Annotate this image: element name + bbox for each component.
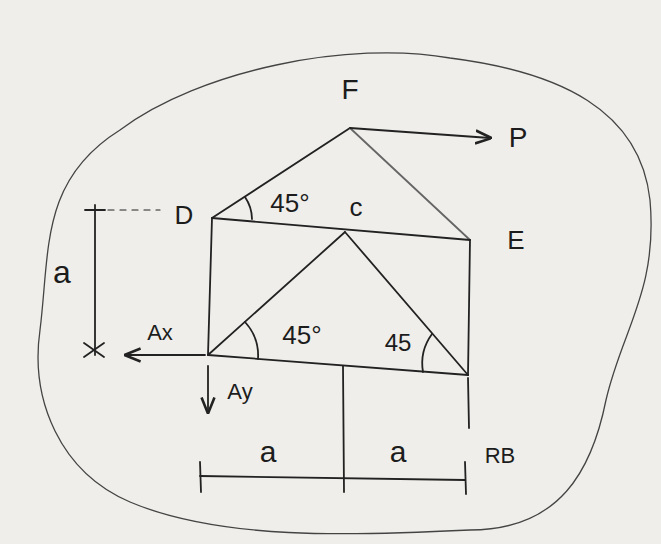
angle-arc (422, 334, 432, 372)
angle-arc (245, 322, 258, 359)
angle-label: 45 (385, 331, 412, 355)
dimension-label: a (390, 437, 407, 467)
joint-label: D (175, 202, 194, 228)
angle-label: 45° (270, 190, 309, 216)
angle-arc (245, 197, 252, 219)
dimension-tick (465, 462, 466, 494)
dimension-label: a (53, 256, 71, 288)
joint-label: E (507, 227, 524, 253)
dimension-tick (84, 343, 104, 357)
dimension-tick (84, 343, 104, 357)
force-label: Ax (147, 322, 173, 344)
joint-label: c (350, 194, 363, 220)
dimension-line (200, 476, 465, 480)
angle-label: 45° (282, 322, 321, 348)
reaction-arrow (207, 366, 209, 412)
reaction-line (468, 378, 469, 428)
force-label: Ay (227, 381, 252, 403)
member-da (208, 218, 212, 355)
member-cb (345, 232, 468, 375)
dimension-tick (85, 209, 105, 211)
center-line (343, 366, 344, 492)
dimension-tick (200, 462, 201, 492)
member-fd (212, 128, 350, 218)
extension-line (108, 209, 160, 210)
outline-blob (38, 53, 651, 534)
member-ab (208, 355, 468, 375)
dimension-label: a (260, 437, 277, 467)
joint-label: F (341, 76, 358, 104)
member-eb (468, 240, 470, 375)
reaction-arrow (126, 354, 205, 356)
force-label: P (509, 124, 528, 152)
load-arrow (350, 128, 490, 138)
dimension-line (94, 205, 96, 355)
force-label: RB (485, 445, 516, 467)
member-fe (350, 128, 470, 240)
member-ac (208, 232, 345, 355)
